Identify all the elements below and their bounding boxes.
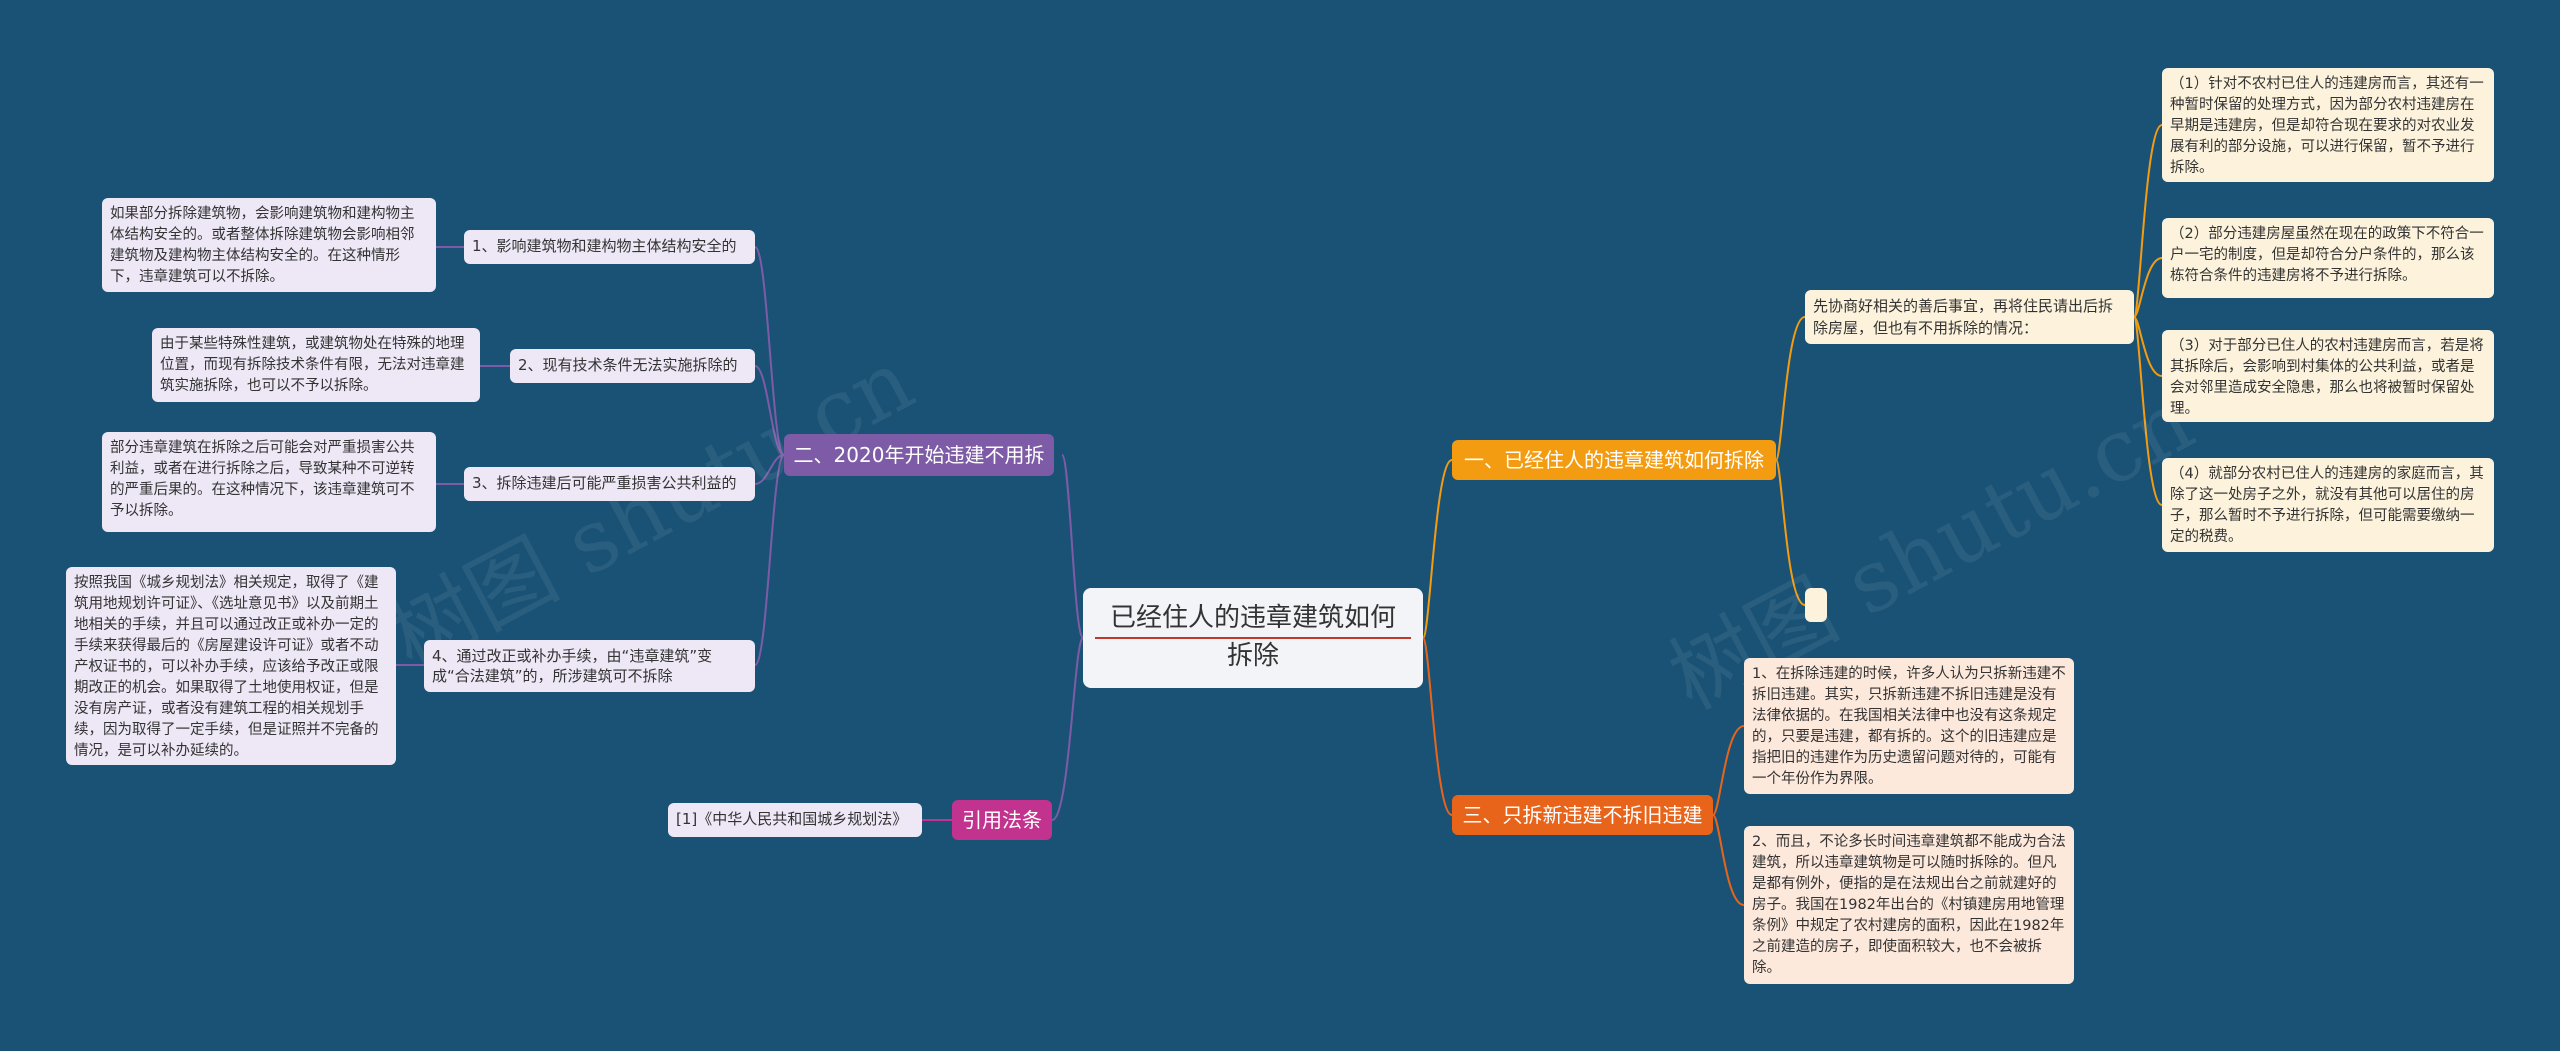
branch-1-item-2[interactable]: （2）部分违建房屋虽然在现在的政策下不符合一户一宅的制度，但是却符合分户条件的，…	[2162, 218, 2494, 298]
link-intro-item3	[2133, 316, 2163, 377]
link-b2-label2	[754, 365, 785, 456]
link-b2-label3	[754, 454, 785, 485]
link-b1-intro	[1775, 316, 1806, 461]
branch-2-label-2[interactable]: 2、现有技术条件无法实施拆除的	[510, 349, 755, 383]
link-intro-item4	[2133, 316, 2163, 506]
root-topic[interactable]: 已经住人的违章建筑如何拆除	[1083, 588, 1423, 688]
branch-1-item-3[interactable]: （3）对于部分已住人的农村违建房而言，若是将其拆除后，会影响到村集体的公共利益，…	[2162, 330, 2494, 422]
ref-topic[interactable]: 引用法条	[952, 800, 1052, 840]
branch-3-item-1[interactable]: 1、在拆除违建的时候，许多人认为只拆新违建不拆旧违建。其实，只拆新违建不拆旧违建…	[1744, 658, 2074, 794]
link-root-b3	[1422, 637, 1453, 816]
branch-3-item-2[interactable]: 2、而且，不论多长时间违章建筑都不能成为合法建筑，所以违章建筑物是可以随时拆除的…	[1744, 826, 2074, 984]
link-b3-item1	[1712, 725, 1745, 816]
link-intro-item2	[2133, 257, 2163, 318]
branch-2-label-4[interactable]: 4、通过改正或补办手续，由“违章建筑”变成“合法建筑”的，所涉建筑可不拆除	[424, 640, 755, 692]
branch-1-item-4[interactable]: （4）就部分农村已住人的违建房的家庭而言，其除了这一处房子之外，就没有其他可以居…	[2162, 458, 2494, 552]
link-b2-label4	[754, 454, 785, 666]
branch-2-desc-3[interactable]: 部分违章建筑在拆除之后可能会对严重损害公共利益，或者在进行拆除之后，导致某种不可…	[102, 432, 436, 532]
link-b2-label1	[754, 246, 785, 456]
link-root-b2	[1061, 454, 1084, 639]
link-b3-item2	[1712, 814, 1745, 906]
branch-1-topic[interactable]: 一、已经住人的违章建筑如何拆除	[1452, 440, 1776, 480]
branch-2-desc-2[interactable]: 由于某些特殊性建筑，或建筑物处在特殊的地理位置，而现有拆除技术条件有限，无法对违…	[152, 328, 480, 402]
branch-3-topic[interactable]: 三、只拆新违建不拆旧违建	[1452, 795, 1713, 835]
link-b1-empty	[1775, 459, 1806, 606]
branch-1-empty-node[interactable]	[1805, 588, 1827, 622]
branch-2-desc-4[interactable]: 按照我国《城乡规划法》相关规定，取得了《建筑用地规划许可证》、《选址意见书》以及…	[66, 567, 396, 765]
link-root-ref	[1051, 637, 1084, 821]
branch-2-desc-1[interactable]: 如果部分拆除建筑物，会影响建筑物和建构物主体结构安全的。或者整体拆除建筑物会影响…	[102, 198, 436, 292]
branch-2-label-1[interactable]: 1、影响建筑物和建构物主体结构安全的	[464, 230, 755, 264]
branch-1-item-1[interactable]: （1）针对不农村已住人的违建房而言，其还有一种暂时保留的处理方式，因为部分农村违…	[2162, 68, 2494, 182]
branch-2-label-3[interactable]: 3、拆除违建后可能严重损害公共利益的	[464, 467, 755, 501]
ref-item-1[interactable]: [1]《中华人民共和国城乡规划法》	[668, 803, 922, 837]
link-root-b1	[1422, 459, 1453, 639]
branch-1-intro[interactable]: 先协商好相关的善后事宜，再将住民请出后拆除房屋，但也有不用拆除的情况：	[1805, 290, 2134, 344]
branch-2-topic[interactable]: 二、2020年开始违建不用拆	[784, 434, 1054, 476]
link-intro-item1	[2133, 124, 2163, 318]
